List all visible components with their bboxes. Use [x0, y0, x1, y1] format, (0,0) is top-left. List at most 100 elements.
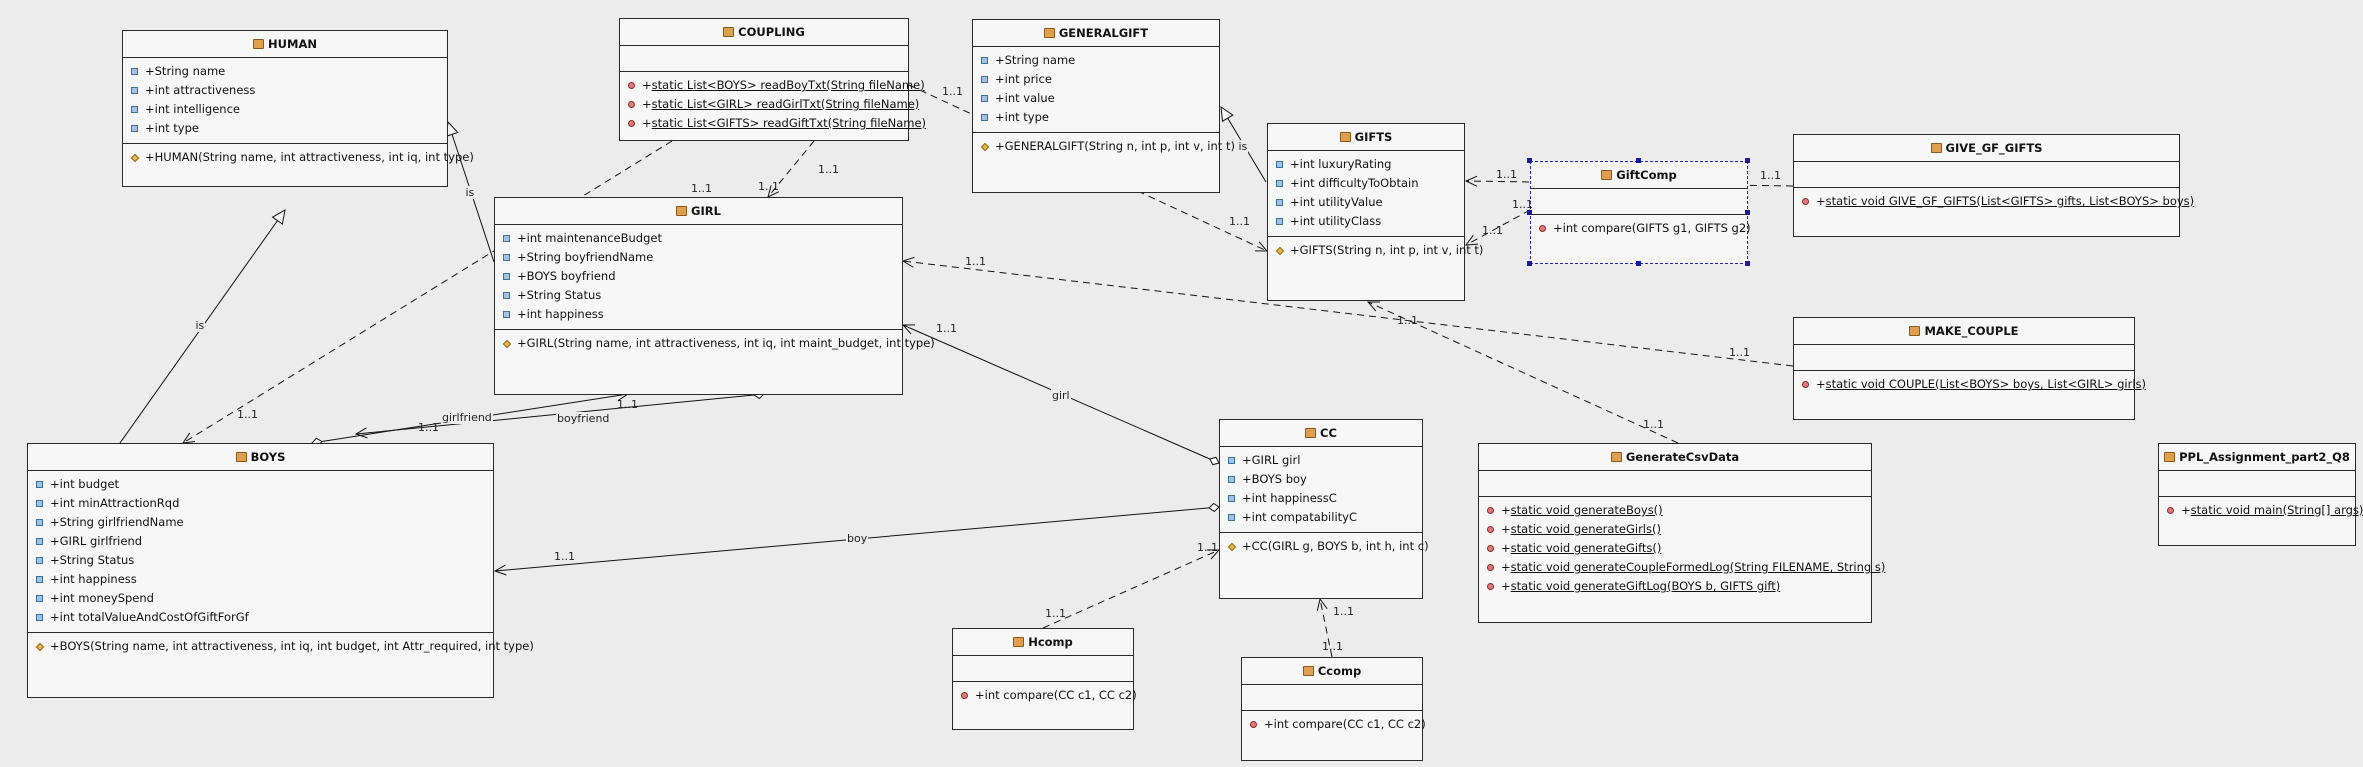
- relation-hcomp-to-cc[interactable]: [1042, 549, 1221, 629]
- constructor-icon: [502, 339, 512, 349]
- constructor-row[interactable]: +CC(GIRL g, BOYS b, int h, int c): [1220, 537, 1429, 556]
- relationship-label: is: [194, 319, 206, 332]
- class-give-gf-gifts[interactable]: GIVE_GF_GIFTS+static void GIVE_GF_GIFTS(…: [1793, 134, 2194, 237]
- member-text: +int type: [145, 121, 199, 135]
- attribute-row[interactable]: +GIRL girl: [1220, 451, 1422, 470]
- method-row[interactable]: +int compare(GIFTS g1, GIFTS g2): [1531, 219, 1751, 238]
- method-row[interactable]: +int compare(CC c1, CC c2): [953, 686, 1137, 705]
- attribute-row[interactable]: +int attractiveness: [123, 81, 447, 100]
- class-ppl-assignment-part2-q8[interactable]: PPL_Assignment_part2_Q8+static void main…: [2158, 443, 2363, 546]
- attribute-row[interactable]: +String girlfriendName: [28, 513, 493, 532]
- method-row[interactable]: +int compare(CC c1, CC c2): [1242, 715, 1426, 734]
- class-name-text: COUPLING: [738, 25, 805, 39]
- constructor-icon: [35, 642, 45, 652]
- attribute-row[interactable]: +String name: [123, 62, 447, 81]
- operations-compartment: +int compare(GIFTS g1, GIFTS g2): [1531, 215, 1751, 242]
- attributes-compartment: [1479, 471, 1871, 497]
- attribute-row[interactable]: +int type: [123, 119, 447, 138]
- multiplicity-label: 1..1: [1322, 640, 1343, 653]
- class-generalgift[interactable]: GENERALGIFT+String name+int price+int va…: [972, 19, 1235, 193]
- attribute-row[interactable]: +int difficultyToObtain: [1268, 174, 1464, 193]
- operations-compartment: +int compare(CC c1, CC c2): [953, 682, 1137, 709]
- class-name: GenerateCsvData: [1479, 444, 1871, 471]
- class-make-couple[interactable]: MAKE_COUPLE+static void COUPLE(List<BOYS…: [1793, 317, 2146, 420]
- multiplicity-label: 1..1: [237, 408, 258, 421]
- method-row[interactable]: +static List<GIRL> readGirlTxt(String fi…: [620, 95, 919, 114]
- selection-handle[interactable]: [1527, 209, 1532, 215]
- attribute-row[interactable]: +int price: [973, 70, 1219, 89]
- field-icon: [981, 95, 988, 102]
- attribute-row[interactable]: +int happiness: [495, 305, 902, 324]
- class-name-text: Hcomp: [1028, 635, 1073, 649]
- class-icon: [1930, 143, 1942, 153]
- method-row[interactable]: +static List<GIFTS> readGiftTxt(String f…: [620, 114, 926, 133]
- method-row[interactable]: +static List<BOYS> readBoyTxt(String fil…: [620, 76, 925, 95]
- attribute-row[interactable]: +int happinessC: [1220, 489, 1422, 508]
- visibility-marker: +: [1816, 377, 1826, 391]
- field-icon: [1228, 495, 1235, 502]
- method-row[interactable]: +static void GIVE_GF_GIFTS(List<GIFTS> g…: [1794, 192, 2194, 211]
- selection-handle[interactable]: [1636, 158, 1641, 163]
- selection-handle[interactable]: [1745, 261, 1750, 266]
- attribute-row[interactable]: +String name: [973, 51, 1219, 70]
- attribute-row[interactable]: +int budget: [28, 475, 493, 494]
- attribute-row[interactable]: +int minAttractionRqd: [28, 494, 493, 513]
- attribute-row[interactable]: +String Status: [495, 286, 902, 305]
- method-row[interactable]: +static void COUPLE(List<BOYS> boys, Lis…: [1794, 375, 2146, 394]
- attribute-row[interactable]: +int maintenanceBudget: [495, 229, 902, 248]
- navigability-arrowhead: [493, 564, 507, 576]
- class-giftcomp[interactable]: GiftComp+int compare(GIFTS g1, GIFTS g2): [1530, 161, 1751, 264]
- member-text: +int minAttractionRqd: [50, 496, 180, 510]
- attribute-row[interactable]: +GIRL girlfriend: [28, 532, 493, 551]
- attribute-row[interactable]: +int moneySpend: [28, 589, 493, 608]
- selection-handle[interactable]: [1636, 261, 1641, 266]
- field-icon: [503, 254, 510, 261]
- attribute-row[interactable]: +int compatabilityC: [1220, 508, 1422, 527]
- attribute-row[interactable]: +String boyfriendName: [495, 248, 902, 267]
- visibility-marker: +: [1816, 194, 1826, 208]
- class-ccomp[interactable]: Ccomp +int compare(CC c1, CC c2): [1241, 657, 1426, 761]
- selection-handle[interactable]: [1745, 209, 1750, 215]
- attribute-row[interactable]: +int totalValueAndCostOfGiftForGf: [28, 608, 493, 627]
- class-icon: [1043, 28, 1055, 38]
- class-name-text: Ccomp: [1317, 664, 1362, 678]
- multiplicity-label: 1..1: [1512, 198, 1533, 211]
- method-row[interactable]: +static void generateGiftLog(BOYS b, GIF…: [1479, 577, 1871, 596]
- constructor-row[interactable]: +GIRL(String name, int attractiveness, i…: [495, 334, 935, 353]
- attribute-row[interactable]: +int value: [973, 89, 1219, 108]
- attribute-row[interactable]: +int luxuryRating: [1268, 155, 1464, 174]
- selection-handle[interactable]: [1527, 158, 1532, 163]
- selection-handle[interactable]: [1527, 261, 1532, 266]
- class-hcomp[interactable]: Hcomp +int compare(CC c1, CC c2): [952, 628, 1137, 730]
- attribute-row[interactable]: +int happiness: [28, 570, 493, 589]
- constructor-icon: [980, 142, 990, 152]
- attribute-row[interactable]: +int utilityClass: [1268, 212, 1464, 231]
- attribute-row[interactable]: +String Status: [28, 551, 493, 570]
- constructor-row[interactable]: +GENERALGIFT(String n, int p, int v, int…: [973, 137, 1235, 156]
- attribute-row[interactable]: +BOYS boyfriend: [495, 267, 902, 286]
- attribute-row[interactable]: +int type: [973, 108, 1219, 127]
- class-girl[interactable]: GIRL+int maintenanceBudget+String boyfri…: [494, 197, 935, 395]
- method-row[interactable]: +static void generateCoupleFormedLog(Str…: [1479, 558, 1885, 577]
- attribute-row[interactable]: +int utilityValue: [1268, 193, 1464, 212]
- selection-handle[interactable]: [1745, 158, 1750, 163]
- method-row[interactable]: +static void main(String[] args): [2159, 501, 2363, 520]
- attribute-row[interactable]: +int intelligence: [123, 100, 447, 119]
- method-row[interactable]: +static void generateGirls(): [1479, 520, 1871, 539]
- field-icon: [36, 519, 43, 526]
- class-human[interactable]: HUMAN+String name+int attractiveness+int…: [122, 30, 474, 187]
- class-generatecsvdata[interactable]: GenerateCsvData +static void generateBoys…: [1478, 443, 1885, 623]
- constructor-row[interactable]: +HUMAN(String name, int attractiveness, …: [123, 148, 474, 167]
- class-cc[interactable]: CC+GIRL girl+BOYS boy+int happinessC+int…: [1219, 419, 1429, 599]
- constructor-row[interactable]: +GIFTS(String n, int p, int v, int t): [1268, 241, 1483, 260]
- class-boys[interactable]: BOYS+int budget+int minAttractionRqd+Str…: [27, 443, 534, 698]
- visibility-marker: +: [1501, 579, 1511, 593]
- attribute-row[interactable]: +BOYS boy: [1220, 470, 1422, 489]
- class-coupling[interactable]: COUPLING +static List<BOYS> readBoyTxt(St…: [619, 18, 926, 141]
- class-icon: [1601, 170, 1613, 180]
- constructor-row[interactable]: +BOYS(String name, int attractiveness, i…: [28, 637, 534, 656]
- method-icon: [1487, 583, 1494, 590]
- class-gifts[interactable]: GIFTS+int luxuryRating+int difficultyToO…: [1267, 123, 1483, 301]
- method-row[interactable]: +static void generateBoys(): [1479, 501, 1871, 520]
- method-row[interactable]: +static void generateGifts(): [1479, 539, 1871, 558]
